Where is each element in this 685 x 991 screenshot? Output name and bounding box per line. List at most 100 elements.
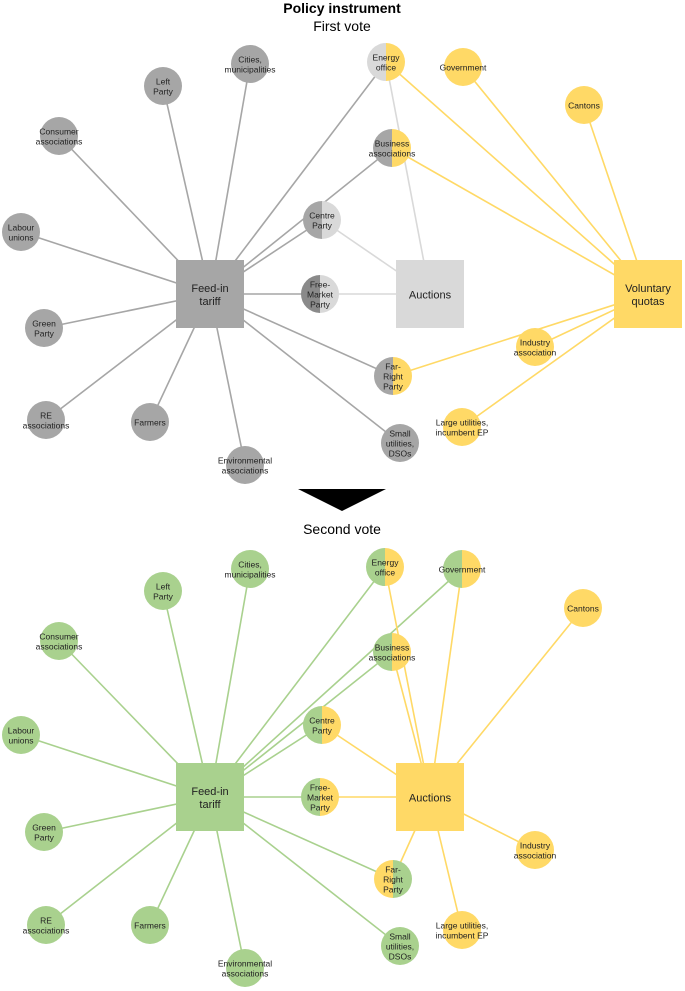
- instrument-auc: Auctions: [396, 763, 464, 831]
- actor-node-left-half: [301, 778, 320, 816]
- actor-node-left-half: [374, 357, 393, 395]
- actor-cities: Cities,municipalities: [224, 45, 276, 83]
- actor-farmers: Farmers: [131, 906, 169, 944]
- actor-node: [516, 328, 554, 366]
- actor-node: [25, 309, 63, 347]
- actor-label: Cities,municipalities: [224, 560, 275, 580]
- actor-node: [565, 86, 603, 124]
- actor-label: Farmers: [134, 921, 166, 931]
- actor-node: [40, 117, 78, 155]
- actor-node: [444, 48, 482, 86]
- edge-vq-business: [391, 147, 649, 295]
- actor-node-right-half: [393, 860, 412, 898]
- actor-node-left-half: [374, 860, 393, 898]
- actor-label: Government: [440, 63, 487, 73]
- actor-label: Cities,municipalities: [224, 55, 275, 75]
- actor-node: [516, 831, 554, 869]
- actor-node-left-half: [367, 43, 386, 81]
- actor-node-right-half: [462, 550, 481, 588]
- actor-large: Large utilities,incumbent EP: [436, 408, 489, 446]
- edge-fit-energy: [209, 566, 386, 798]
- edge-auc-energy: [385, 61, 431, 295]
- actor-label: Cantons: [567, 604, 599, 614]
- actor-large: Large utilities,incumbent EP: [436, 911, 489, 949]
- actor-node: [226, 446, 264, 484]
- actor-node-right-half: [320, 778, 339, 816]
- actor-node-right-half: [386, 43, 405, 81]
- actor-node: [2, 716, 40, 754]
- actor-cantons: Cantons: [564, 589, 602, 627]
- actor-label: Cantons: [568, 101, 600, 111]
- actor-node: [381, 927, 419, 965]
- actor-node: [144, 572, 182, 610]
- edge-vq-energy: [385, 61, 649, 295]
- actor-gov: Government: [439, 550, 486, 588]
- edge-auc-gov: [429, 568, 463, 798]
- edge-auc-energy: [384, 566, 431, 798]
- instrument-box: [396, 260, 464, 328]
- edge-vq-gov: [462, 66, 649, 295]
- edges: [20, 61, 649, 466]
- actor-node: [564, 589, 602, 627]
- actor-node-left-half: [443, 550, 462, 588]
- actor-node: [131, 403, 169, 441]
- actor-label: Large utilities,incumbent EP: [436, 418, 489, 438]
- instrument-box: [396, 763, 464, 831]
- actor-node-left-half: [303, 706, 322, 744]
- instrument-auc: Auctions: [396, 260, 464, 328]
- actor-node: [226, 949, 264, 987]
- diagram-heading: Policy instrument: [283, 0, 401, 16]
- actor-node: [144, 67, 182, 105]
- edge-fit-left: [162, 590, 211, 798]
- actor-node: [231, 45, 269, 83]
- instrument-box: [614, 260, 682, 328]
- actor-node-right-half: [322, 201, 341, 239]
- edge-fit-cities: [209, 63, 251, 295]
- actor-gov: Government: [440, 48, 487, 86]
